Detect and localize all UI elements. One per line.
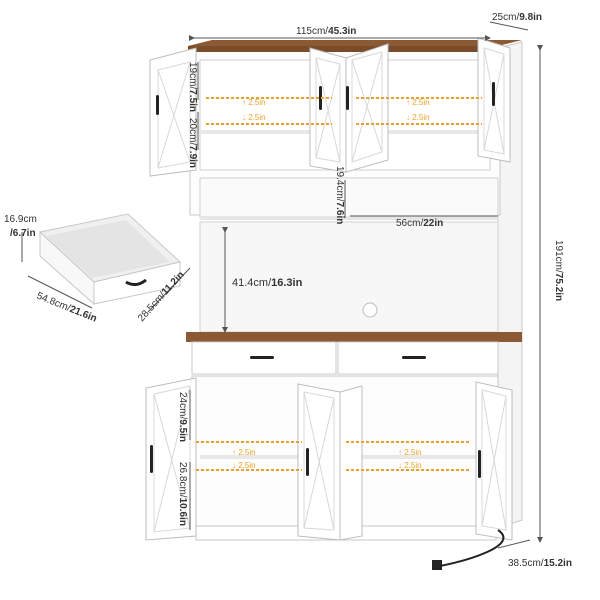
lower-center-left-door-x-panel [303, 391, 335, 531]
lower-left-door-handle [150, 445, 153, 473]
adjust-down-label: ↓ 2.5in [406, 113, 430, 122]
open-shelf-area [199, 177, 499, 219]
upper-right-door-handle [492, 82, 495, 106]
open-shelf-board [200, 216, 498, 220]
width-label: 115cm/45.3in [296, 26, 356, 37]
open-shelf-width-label: 56cm/22in [396, 218, 443, 229]
counter-top [186, 332, 522, 342]
drawer-handle [125, 278, 147, 287]
open-shelf-height-label: 19.4cm/7.6in [334, 166, 345, 224]
doors [145, 37, 513, 541]
upper-right-shelf [350, 130, 490, 134]
adjust-up-label: ↑ 2.5in [398, 448, 422, 457]
drawer-interior [46, 220, 170, 278]
drawer-height-metric: 16.9cm [4, 214, 37, 225]
adjust-up-label: ↑ 2.5in [242, 98, 266, 107]
drawer-depth-line [147, 267, 191, 313]
power-plug [432, 560, 442, 570]
lower-left-shelf [200, 455, 340, 459]
dimension-labels: 115cm/45.3in 25cm/9.8in 191cm/75.2in 19c… [177, 12, 572, 569]
lower-center-right-door [339, 385, 363, 541]
adjust-up-label: ↑ 2.5in [406, 98, 430, 107]
adjust-down-label: ↓ 2.5in [232, 461, 256, 470]
wood-top [188, 40, 522, 46]
upper-top-label: 19cm/7.5in [187, 62, 198, 112]
drawer-inset: 16.9cm /6.7in 54.8cm/21.6in 28.5cm/11.2i… [4, 213, 191, 325]
adjust-down-label: ↓ 2.5in [398, 461, 422, 470]
upper-center-right-door-handle [346, 86, 349, 110]
depth-label: 25cm/9.8in [492, 12, 542, 23]
lower-center-left-door-handle [306, 448, 309, 476]
lower-right-door-handle [478, 450, 481, 478]
depth-line [489, 21, 529, 31]
wood-top-edge [188, 46, 498, 52]
height-label: 191cm/75.2in [553, 240, 564, 301]
cable-hole [362, 302, 378, 318]
counter-space [199, 221, 499, 333]
upper-bottom-label: 20cm/7.9in [187, 118, 198, 168]
base-depth-line [497, 539, 531, 549]
upper-center-right-door-x-panel [351, 51, 383, 163]
upper-left-door-handle [156, 95, 159, 115]
drawer-width-line [27, 275, 93, 309]
shelf-adjust-markers: ↑ 2.5in ↓ 2.5in ↑ 2.5in ↓ 2.5in ↑ 2.5in … [196, 97, 482, 471]
lower-right-door-x-panel [481, 389, 507, 531]
upper-left-door-x-panel [157, 61, 191, 169]
adjust-up-label: ↑ 2.5in [232, 448, 256, 457]
lower-right-shelf [350, 455, 490, 459]
left-drawer-handle [250, 356, 274, 359]
upper-center-left-door-handle [319, 86, 322, 110]
power-cord [439, 529, 505, 567]
right-drawer-handle [402, 356, 426, 359]
counter-height-label: 41.4cm/16.3in [232, 277, 303, 289]
upper-left-shelf [200, 130, 340, 134]
lower-bottom-label: 26.8cm/10.6in [177, 462, 188, 526]
adjust-down-label: ↓ 2.5in [242, 113, 266, 122]
base-depth-label: 38.5cm/15.2in [508, 558, 572, 569]
dimension-lines [189, 21, 543, 549]
drawer-height-imperial: /6.7in [10, 228, 36, 239]
lower-top-label: 24cm/9.5in [177, 392, 188, 442]
